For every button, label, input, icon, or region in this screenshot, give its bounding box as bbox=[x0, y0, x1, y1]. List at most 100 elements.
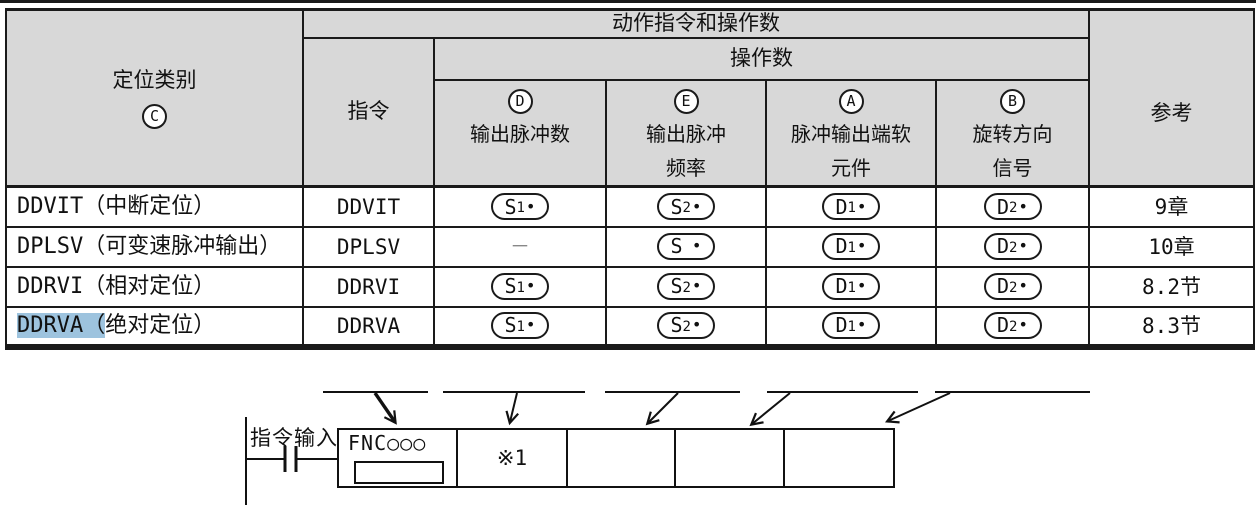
col-header-pulse-output-device: A 脉冲输出端软 元件 bbox=[765, 79, 937, 189]
bullet-dot: • bbox=[1018, 236, 1029, 256]
bullet-dot: • bbox=[856, 236, 867, 256]
bullet-dot: • bbox=[525, 196, 536, 216]
instruction-header-cell: 指令 bbox=[302, 37, 435, 189]
category-header-cell: 定位类别 C bbox=[5, 8, 304, 189]
fnc-cell: FNC○○○ bbox=[339, 430, 458, 486]
contact-icon bbox=[283, 446, 298, 472]
header-row-group: 定位类别 C 动作指令和操作数 参考 bbox=[5, 8, 1255, 189]
category-cell: DDVIT（中断定位） bbox=[5, 185, 304, 228]
no-operand-dash: － bbox=[510, 235, 530, 258]
note-1-label: ※1 bbox=[496, 446, 528, 470]
reference-cell: 8.3节 bbox=[1088, 305, 1255, 348]
col-header-output-pulse-count: D 输出脉冲数 bbox=[433, 79, 607, 189]
operand-slot-empty bbox=[785, 430, 893, 486]
instruction-cell: DDRVI bbox=[302, 265, 435, 308]
category-text: DPLSV（可变速脉冲输出） bbox=[17, 234, 282, 259]
bullet-dot: • bbox=[691, 236, 702, 256]
operand-slot-empty bbox=[568, 430, 676, 486]
leader-arrows bbox=[373, 392, 951, 427]
bullet-dot: • bbox=[691, 315, 702, 335]
instruction-cell: DDVIT bbox=[302, 185, 435, 228]
col-header-output-pulse-frequency: E 输出脉冲 频率 bbox=[605, 79, 767, 189]
category-cell: DPLSV（可变速脉冲输出） bbox=[5, 225, 304, 268]
bullet-dot: • bbox=[856, 276, 867, 296]
bullet-dot: • bbox=[525, 276, 536, 296]
reference-cell: 10章 bbox=[1088, 225, 1255, 268]
operand-slot-empty bbox=[676, 430, 785, 486]
col-header-rotation-direction-signal: B 旋转方向 信号 bbox=[935, 79, 1090, 189]
instruction-cell: DPLSV bbox=[302, 225, 435, 268]
fnc-instruction-box: FNC○○○ ※1 bbox=[337, 428, 895, 488]
top-divider bbox=[0, 0, 1256, 3]
operand-cell: S • bbox=[605, 225, 767, 268]
category-text: 绝对定位） bbox=[105, 313, 216, 338]
ladder-rung bbox=[245, 417, 337, 505]
bullet-dot: • bbox=[1018, 276, 1029, 296]
fnc-label: FNC○○○ bbox=[348, 431, 427, 455]
reference-cell: 9章 bbox=[1088, 185, 1255, 228]
category-cell: DDRVA（绝对定位） bbox=[5, 305, 304, 348]
group-header-cell: 动作指令和操作数 bbox=[302, 8, 1090, 40]
bullet-dot: • bbox=[691, 276, 702, 296]
reference-cell: 8.2节 bbox=[1088, 265, 1255, 308]
bullet-dot: • bbox=[856, 196, 867, 216]
fnc-number-field bbox=[354, 461, 444, 484]
operand-pill: S • bbox=[657, 232, 715, 260]
circled-letter-badge-E: E bbox=[673, 89, 699, 115]
operand-cell: － bbox=[433, 225, 607, 268]
bullet-dot: • bbox=[1018, 196, 1029, 216]
circled-letter-badge-B: B bbox=[1000, 89, 1025, 115]
operand-slot-note: ※1 bbox=[458, 430, 568, 486]
category-text: DDRVI（相对定位） bbox=[17, 274, 216, 299]
header-row-columns: D 输出脉冲数 E 输出脉冲 频率 A 脉冲输出端软 元件 bbox=[6, 79, 1254, 189]
bullet-dot: • bbox=[856, 315, 867, 335]
category-cell: DDRVI（相对定位） bbox=[5, 265, 304, 308]
category-text: DDVIT（中断定位） bbox=[17, 194, 216, 220]
instruction-cell: DDRVA bbox=[302, 305, 435, 348]
operands-header-cell: 操作数 bbox=[433, 37, 1090, 82]
bullet-dot: • bbox=[525, 315, 536, 335]
instruction-input-label: 指令输入 bbox=[250, 427, 338, 450]
circled-letter-badge-D: D bbox=[507, 89, 533, 115]
circled-letter-badge-C: C bbox=[142, 103, 167, 129]
positioning-instruction-table: 定位类别 C 动作指令和操作数 参考 指令 操作数 D 输出脉冲数 E bbox=[5, 8, 1255, 350]
reference-header-cell: 参考 bbox=[1088, 8, 1255, 189]
bullet-dot: • bbox=[691, 196, 702, 216]
category-header-label: 定位类别 bbox=[112, 68, 197, 92]
bullet-dot: • bbox=[1018, 315, 1029, 335]
